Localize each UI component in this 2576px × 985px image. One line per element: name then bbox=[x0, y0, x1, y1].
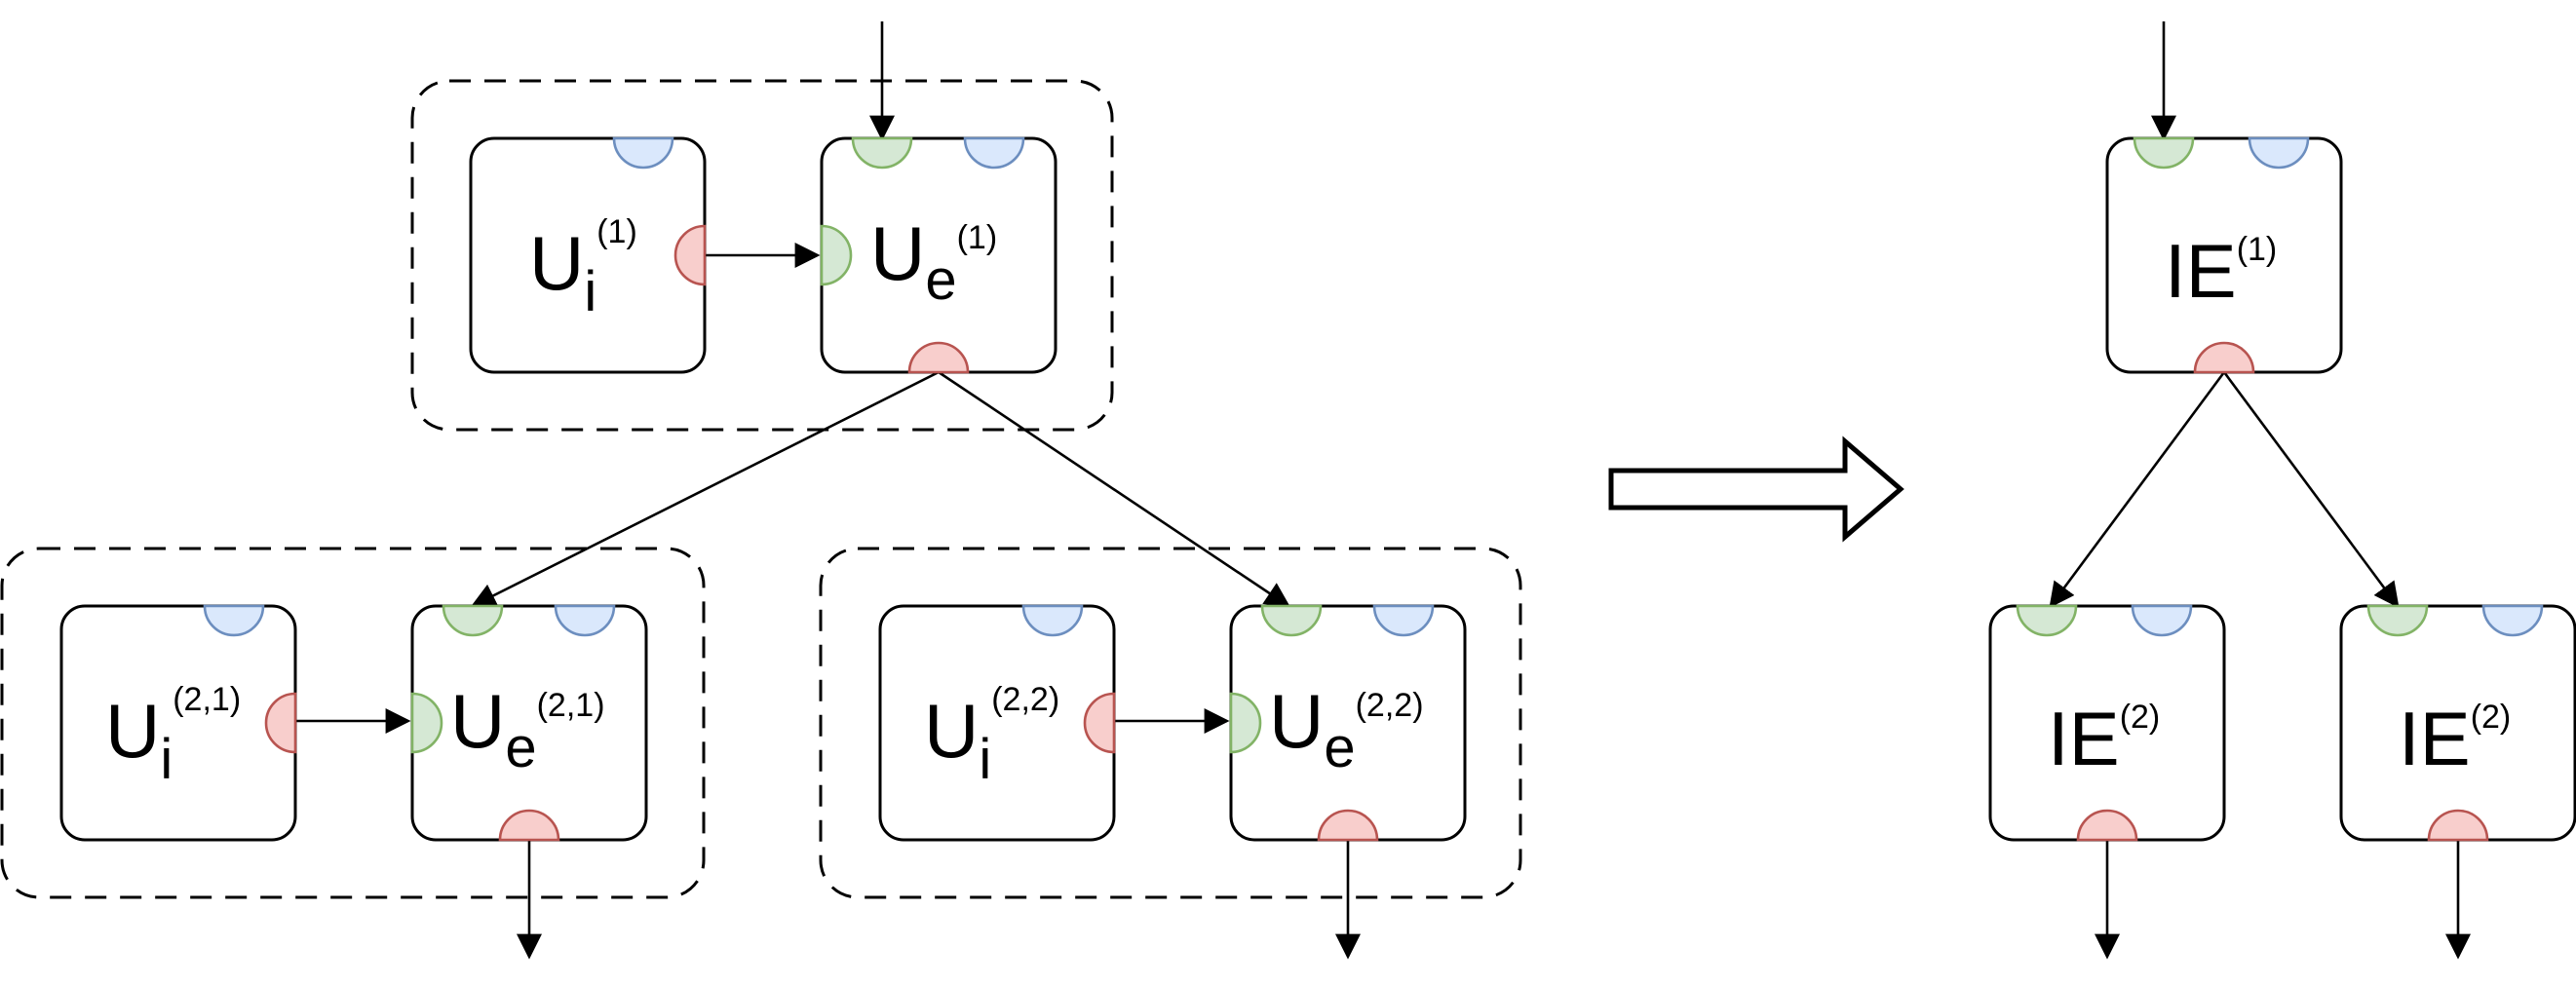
node-sub-label: e bbox=[925, 248, 956, 312]
port-blue bbox=[1372, 604, 1435, 637]
edge-ie1-to-ie2b bbox=[2222, 371, 2400, 609]
port-blue bbox=[963, 136, 1025, 170]
node-sup-label: (2,2) bbox=[1356, 687, 1424, 724]
node-ue-2-2: Ue(2,2) bbox=[1229, 604, 1467, 842]
port-red bbox=[673, 224, 707, 286]
edge-ie1-to-ie2a bbox=[2049, 371, 2226, 609]
node-main-label: U bbox=[105, 688, 160, 774]
node-sup-label: (1) bbox=[596, 213, 637, 250]
node-main-label: IE bbox=[2399, 696, 2471, 781]
node-sup-label: (2,1) bbox=[537, 687, 605, 724]
svg-text:Ue(1): Ue(1) bbox=[870, 210, 997, 312]
port-blue bbox=[2131, 604, 2193, 637]
node-sup-label: (2,2) bbox=[991, 681, 1059, 718]
node-main-label: U bbox=[870, 210, 925, 296]
edge-ue1-to-ue21 bbox=[470, 370, 940, 608]
svg-text:IE(2): IE(2) bbox=[2399, 696, 2511, 781]
node-ui-2-1: Ui(2,1) bbox=[59, 604, 297, 842]
port-blue bbox=[554, 604, 616, 637]
port-red bbox=[2427, 809, 2489, 842]
node-main-label: IE bbox=[2165, 228, 2237, 314]
transform-arrow-icon bbox=[1608, 436, 1904, 543]
node-main-label: IE bbox=[2048, 696, 2120, 781]
port-blue bbox=[2481, 604, 2544, 637]
node-ui-2-2: Ui(2,2) bbox=[878, 604, 1116, 842]
port-blue bbox=[203, 604, 265, 637]
svg-text:Ui(1): Ui(1) bbox=[529, 213, 637, 323]
port-red bbox=[1317, 809, 1379, 842]
node-ie-2-b: IE(2) bbox=[2339, 604, 2576, 842]
node-ui-1: Ui(1) bbox=[469, 136, 707, 374]
node-sub-label: i bbox=[584, 260, 596, 323]
node-sub-label: i bbox=[160, 728, 173, 791]
node-main-label: U bbox=[924, 688, 979, 774]
svg-text:IE(1): IE(1) bbox=[2165, 228, 2277, 314]
svg-text:Ui(2,2): Ui(2,2) bbox=[924, 681, 1059, 791]
port-red bbox=[2193, 341, 2255, 374]
port-red bbox=[1083, 692, 1116, 754]
edge-ue1-to-ue22 bbox=[938, 370, 1291, 608]
port-red bbox=[264, 692, 297, 754]
group-container-2-2 bbox=[819, 547, 1522, 899]
port-blue bbox=[2248, 136, 2310, 170]
group-container-2-1 bbox=[0, 547, 706, 899]
node-sup-label: (2) bbox=[2471, 699, 2512, 736]
port-red bbox=[907, 341, 970, 374]
port-green bbox=[1260, 604, 1323, 637]
node-sup-label: (2,1) bbox=[173, 681, 241, 718]
port-green bbox=[1229, 692, 1262, 754]
port-green bbox=[2133, 136, 2195, 170]
svg-text:Ue(2,1): Ue(2,1) bbox=[450, 678, 605, 779]
node-sup-label: (1) bbox=[2237, 231, 2278, 268]
node-sup-label: (2) bbox=[2120, 699, 2161, 736]
node-ue-2-1: Ue(2,1) bbox=[410, 604, 648, 842]
port-green bbox=[410, 692, 443, 754]
svg-text:IE(2): IE(2) bbox=[2048, 696, 2160, 781]
node-main-label: U bbox=[450, 678, 505, 764]
group-container-top bbox=[410, 79, 1114, 432]
node-ie-1: IE(1) bbox=[2105, 136, 2343, 374]
node-main-label: U bbox=[529, 220, 584, 306]
port-green bbox=[442, 604, 504, 637]
port-blue bbox=[1021, 604, 1084, 637]
node-sub-label: i bbox=[979, 728, 991, 791]
port-red bbox=[498, 809, 560, 842]
port-green bbox=[2016, 604, 2078, 637]
node-sub-label: e bbox=[505, 716, 536, 779]
node-sub-label: e bbox=[1324, 716, 1355, 779]
port-green bbox=[2366, 604, 2429, 637]
port-red bbox=[2076, 809, 2138, 842]
svg-text:Ue(2,2): Ue(2,2) bbox=[1269, 678, 1424, 779]
port-green bbox=[851, 136, 913, 170]
node-ie-2-a: IE(2) bbox=[1988, 604, 2226, 842]
node-sup-label: (1) bbox=[957, 219, 998, 256]
port-blue bbox=[612, 136, 674, 170]
node-main-label: U bbox=[1269, 678, 1324, 764]
port-green bbox=[820, 224, 853, 286]
node-ue-1: Ue(1) bbox=[820, 136, 1057, 374]
svg-text:Ui(2,1): Ui(2,1) bbox=[105, 681, 241, 791]
